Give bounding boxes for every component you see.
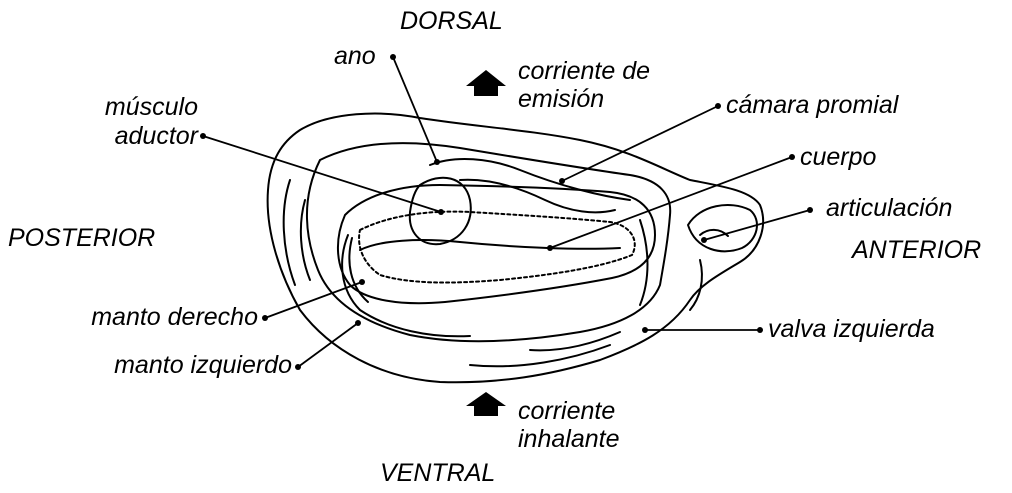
label-corriente-inhalante-line2: inhalante [518, 426, 619, 453]
leader-ano [393, 57, 437, 162]
shell-outline [268, 114, 763, 383]
inhalant-current-arrow [466, 392, 506, 416]
leader-camara-promial [562, 106, 718, 181]
label-musculo-line1: músculo [80, 94, 198, 121]
orientation-anterior: ANTERIOR [852, 237, 981, 264]
leader-articulacion [704, 210, 810, 240]
orientation-ventral: VENTRAL [380, 460, 495, 487]
label-manto-izquierdo: manto izquierdo [40, 352, 292, 379]
leader-manto-izquierdo [298, 323, 358, 367]
label-corriente-emision-line2: emisión [518, 86, 604, 113]
label-ano: ano [334, 43, 376, 70]
label-cuerpo: cuerpo [800, 144, 876, 171]
orientation-posterior: POSTERIOR [8, 225, 155, 252]
exhalant-current-arrow [466, 70, 506, 96]
label-camara-promial: cámara promial [726, 92, 898, 119]
label-articulacion: articulación [826, 195, 952, 222]
mantle-fringe [359, 212, 635, 283]
label-corriente-emision-line1: corriente de [518, 58, 650, 85]
orientation-dorsal: DORSAL [400, 8, 503, 35]
gill-curve [360, 240, 620, 250]
label-corriente-inhalante-line1: corriente [518, 398, 615, 425]
leader-musculo-aductor [203, 136, 441, 212]
label-musculo-line2: aductor [80, 123, 198, 150]
leader-manto-derecho [265, 282, 362, 318]
label-valva-izquierda: valva izquierda [768, 316, 935, 343]
mantle-shape [338, 185, 655, 303]
label-manto-derecho: manto derecho [20, 304, 258, 331]
